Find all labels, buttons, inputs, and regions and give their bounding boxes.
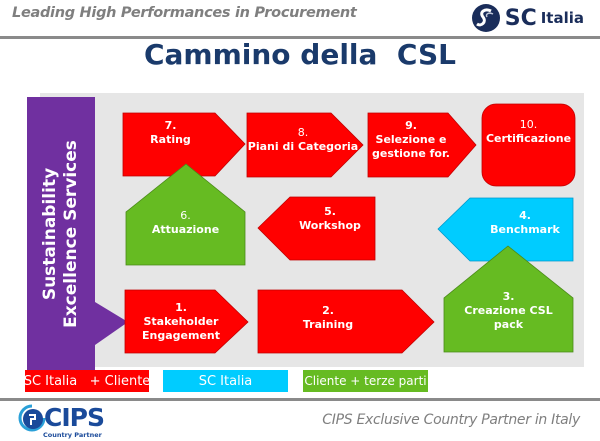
step-5-shape[interactable] <box>257 196 376 261</box>
page-title: Cammino della CSL <box>143 38 456 71</box>
cips-logo-icon <box>18 404 46 432</box>
sidebar-bar <box>27 97 128 370</box>
step-7-label: 7.Rating <box>150 119 191 146</box>
sc-logo-text: SC <box>504 5 537 31</box>
sc-logo-suffix: Italia <box>540 9 584 27</box>
sc-italia-logo: SC Italia <box>471 2 584 34</box>
sc-logo-icon <box>471 4 500 32</box>
step-7-shape[interactable] <box>122 112 246 177</box>
footer-text: CIPS Exclusive Country Partner in Italy <box>322 412 580 428</box>
step-2-shape[interactable] <box>257 289 435 354</box>
step-3-shape[interactable] <box>443 245 574 353</box>
footer-divider <box>0 398 600 401</box>
legend-sc-italia-cliente: SC Italia + Cliente <box>24 370 150 392</box>
step-5-label: 5.Workshop <box>299 205 361 232</box>
step-10-shape[interactable] <box>481 103 576 187</box>
step-6-label: 6.Attuazione <box>151 209 220 236</box>
legend-sc-italia: SC Italia <box>163 370 288 392</box>
cips-logo-text: CIPS <box>44 403 105 432</box>
header-divider <box>0 36 600 39</box>
cips-logo: CIPS Country Partner <box>18 403 118 441</box>
cips-logo-subtext: Country Partner <box>43 431 102 439</box>
step-1-shape[interactable] <box>124 289 249 354</box>
step-6-shape[interactable] <box>125 163 246 266</box>
sidebar-line-2: Excellence Services <box>61 139 82 328</box>
step-8-shape[interactable] <box>246 112 364 178</box>
step-10-label: 10.Certificazione <box>485 118 572 145</box>
step-4-shape[interactable] <box>437 197 574 262</box>
sidebar-line-1: Sustainability <box>40 167 61 300</box>
step-9-shape[interactable] <box>367 112 477 178</box>
legend-cliente-terze-parti: Cliente + terze parti <box>303 370 428 392</box>
header-tagline: Leading High Performances in Procurement <box>12 5 357 21</box>
step-4-label: 4.Benchmark <box>490 209 560 236</box>
step-2-label: 2.Training <box>302 304 354 331</box>
step-8-label: 8.Piani di Categoria <box>247 126 359 153</box>
sidebar-label: Sustainability Excellence Services <box>27 97 95 370</box>
